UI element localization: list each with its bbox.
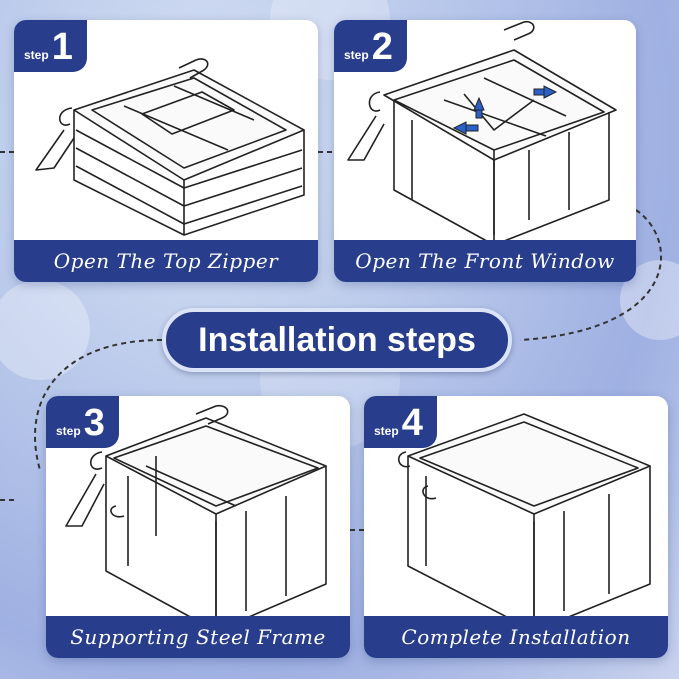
step-badge: step 1 (14, 20, 87, 72)
step-caption: Complete Installation (364, 616, 668, 658)
storage-box-closed-illustration (35, 58, 305, 236)
step-card-2: step 2 Open The Front Window (334, 20, 636, 282)
step-number: 4 (401, 402, 423, 444)
step-word: step (374, 424, 399, 438)
step-word: step (24, 48, 49, 62)
step-card-3: step 3 Supporting Steel Frame (46, 396, 350, 658)
step-badge: step 2 (334, 20, 407, 72)
step-card-4: step 4 Complete Installation (364, 396, 668, 658)
storage-box-open-window-illustration (347, 20, 617, 246)
step-badge: step 4 (364, 396, 437, 448)
step-badge: step 3 (46, 396, 119, 448)
step-card-1: step 1 Open The Top Zipper (14, 20, 318, 282)
page-title: Installation steps (198, 320, 476, 359)
installation-title: Installation steps (162, 308, 512, 372)
storage-box-complete-illustration (398, 413, 651, 632)
step-number: 3 (83, 402, 105, 444)
step-caption: Open The Top Zipper (14, 240, 318, 282)
step-word: step (56, 424, 81, 438)
storage-box-frame-illustration (65, 404, 327, 632)
step-caption: Open The Front Window (334, 240, 636, 282)
step-number: 1 (51, 26, 73, 68)
step-caption: Supporting Steel Frame (46, 616, 350, 658)
step-number: 2 (371, 26, 393, 68)
step-word: step (344, 48, 369, 62)
